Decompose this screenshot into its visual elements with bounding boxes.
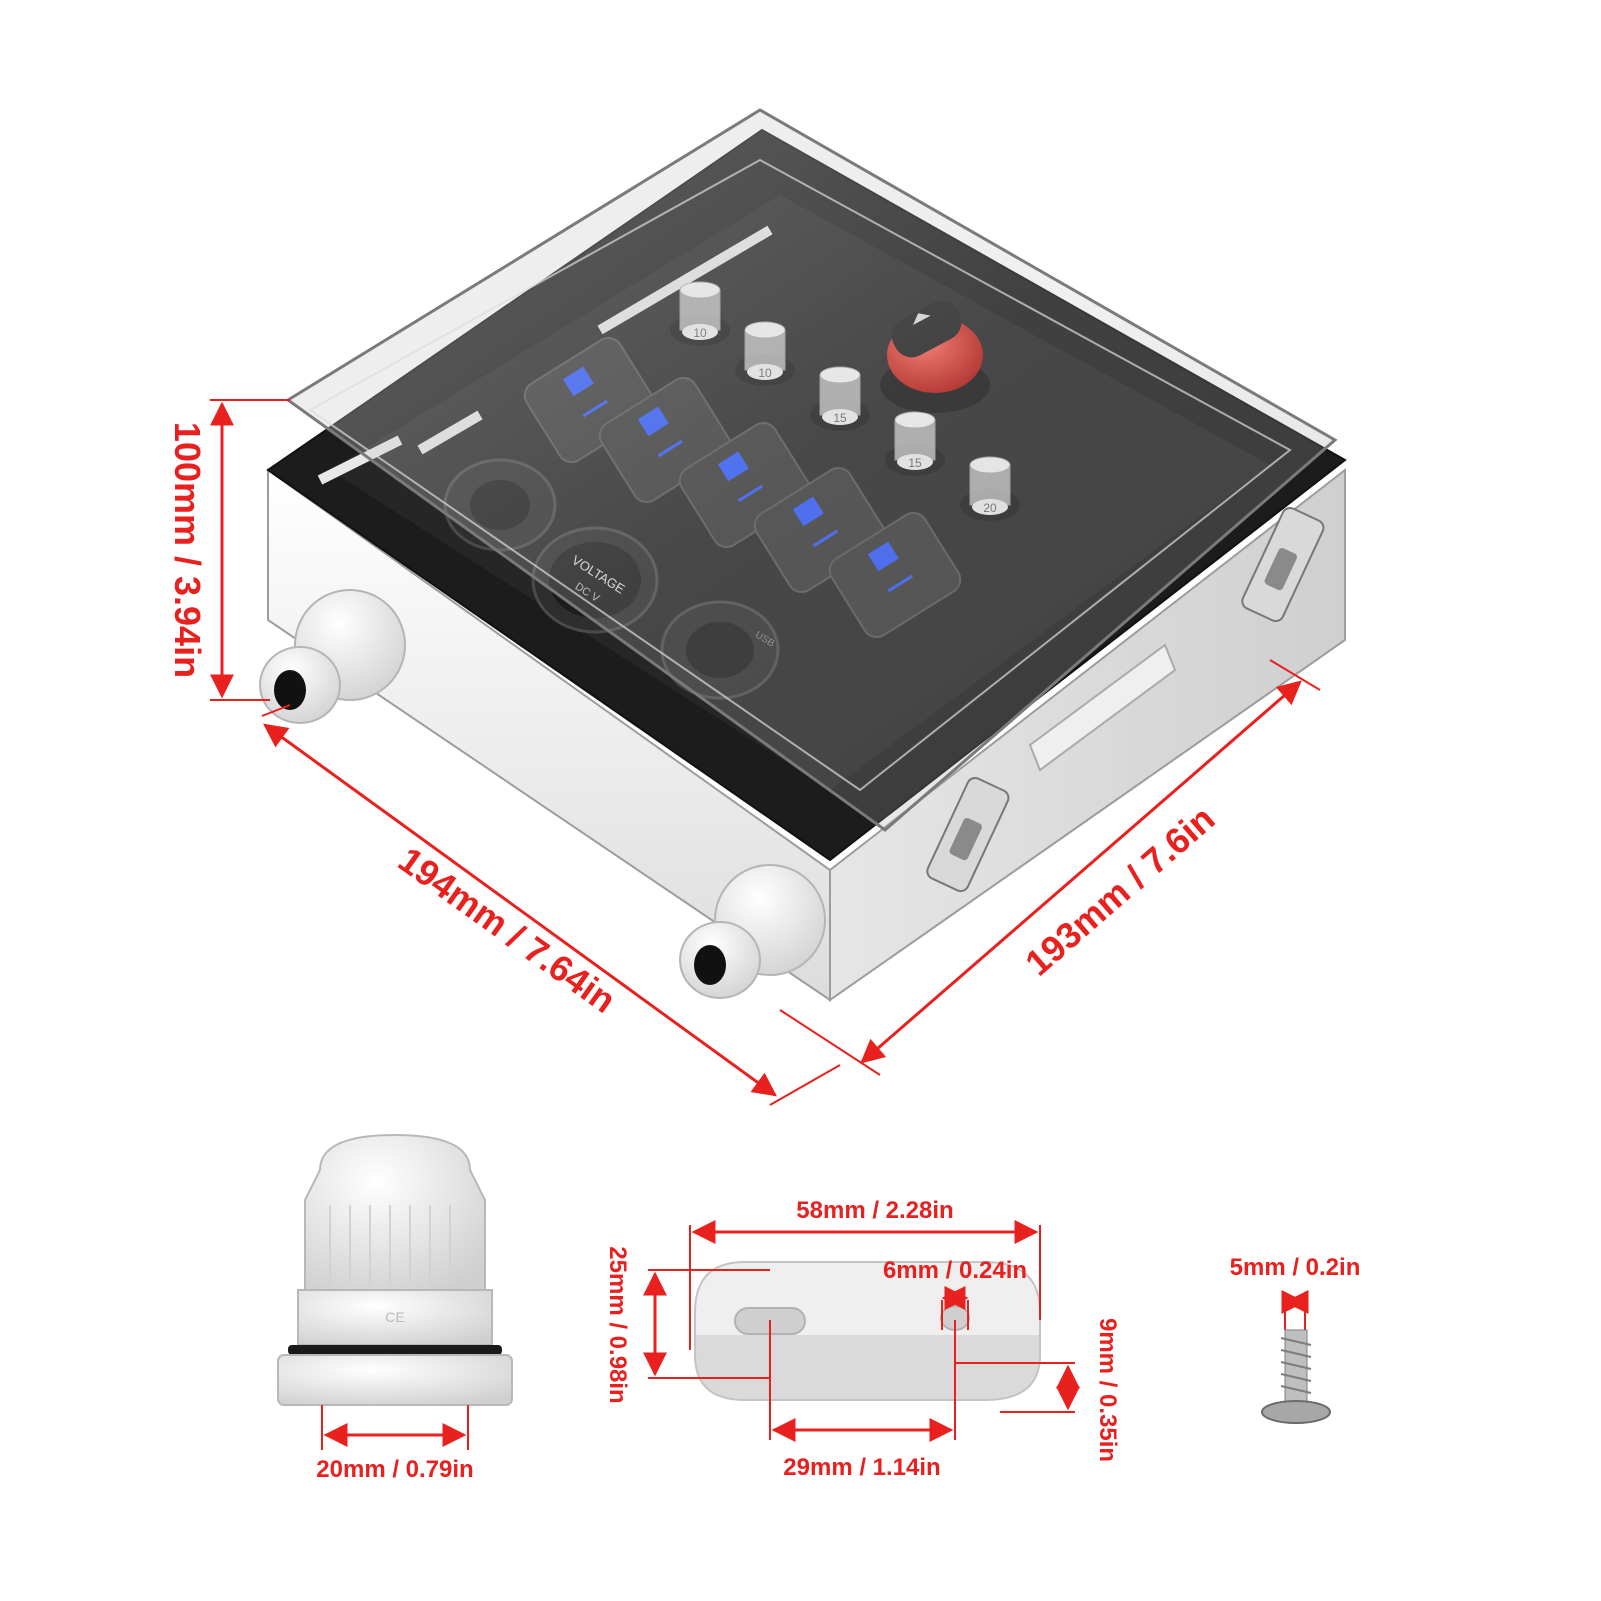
screw-diameter-label: 5mm / 0.2in <box>1230 1254 1361 1281</box>
cable-gland-detail: CE 20mm / 0.79in <box>277 1133 513 1483</box>
gland-ribs <box>329 1205 451 1285</box>
mounting-bracket-detail: 58mm / 2.28in 25mm / 0.98in 6mm / 0.24in… <box>604 1197 1121 1481</box>
latch-right <box>1241 507 1325 623</box>
screw-detail: 5mm / 0.2in <box>1230 1254 1361 1424</box>
bracket-length-label: 58mm / 2.28in <box>796 1197 953 1224</box>
screw-thread <box>1280 1337 1312 1394</box>
bracket-spacing-label: 29mm / 1.14in <box>783 1454 940 1481</box>
cable-gland-left <box>259 589 406 724</box>
gland-cap <box>304 1133 486 1291</box>
bracket-thickness-label: 9mm / 0.35in <box>1094 1318 1121 1462</box>
transparent-lid <box>285 108 1338 832</box>
height-dimension: 100mm / 3.94in <box>167 399 290 701</box>
bracket-side <box>694 1335 1041 1401</box>
bracket-hole-label: 6mm / 0.24in <box>883 1257 1027 1284</box>
gland-thread-label: 20mm / 0.79in <box>316 1456 473 1483</box>
height-label: 100mm / 3.94in <box>167 422 208 678</box>
screw-head <box>1261 1400 1331 1424</box>
gland-body <box>297 1289 493 1346</box>
lid-inner-edge <box>308 158 1292 792</box>
gland-thread <box>277 1354 513 1406</box>
gland-oring <box>288 1345 502 1355</box>
gland-ce-mark: CE <box>385 1309 404 1325</box>
width-label: 194mm / 7.64in <box>391 839 623 1021</box>
bracket-width-label: 25mm / 0.98in <box>604 1246 631 1403</box>
